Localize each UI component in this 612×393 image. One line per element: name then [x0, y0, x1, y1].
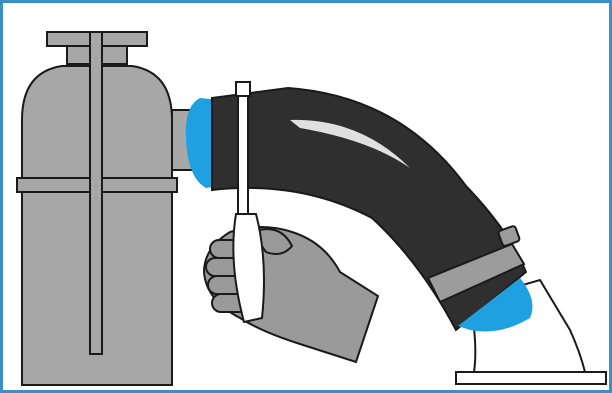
housing: [17, 32, 212, 385]
hand: [204, 227, 378, 362]
screwdriver: [236, 82, 250, 214]
